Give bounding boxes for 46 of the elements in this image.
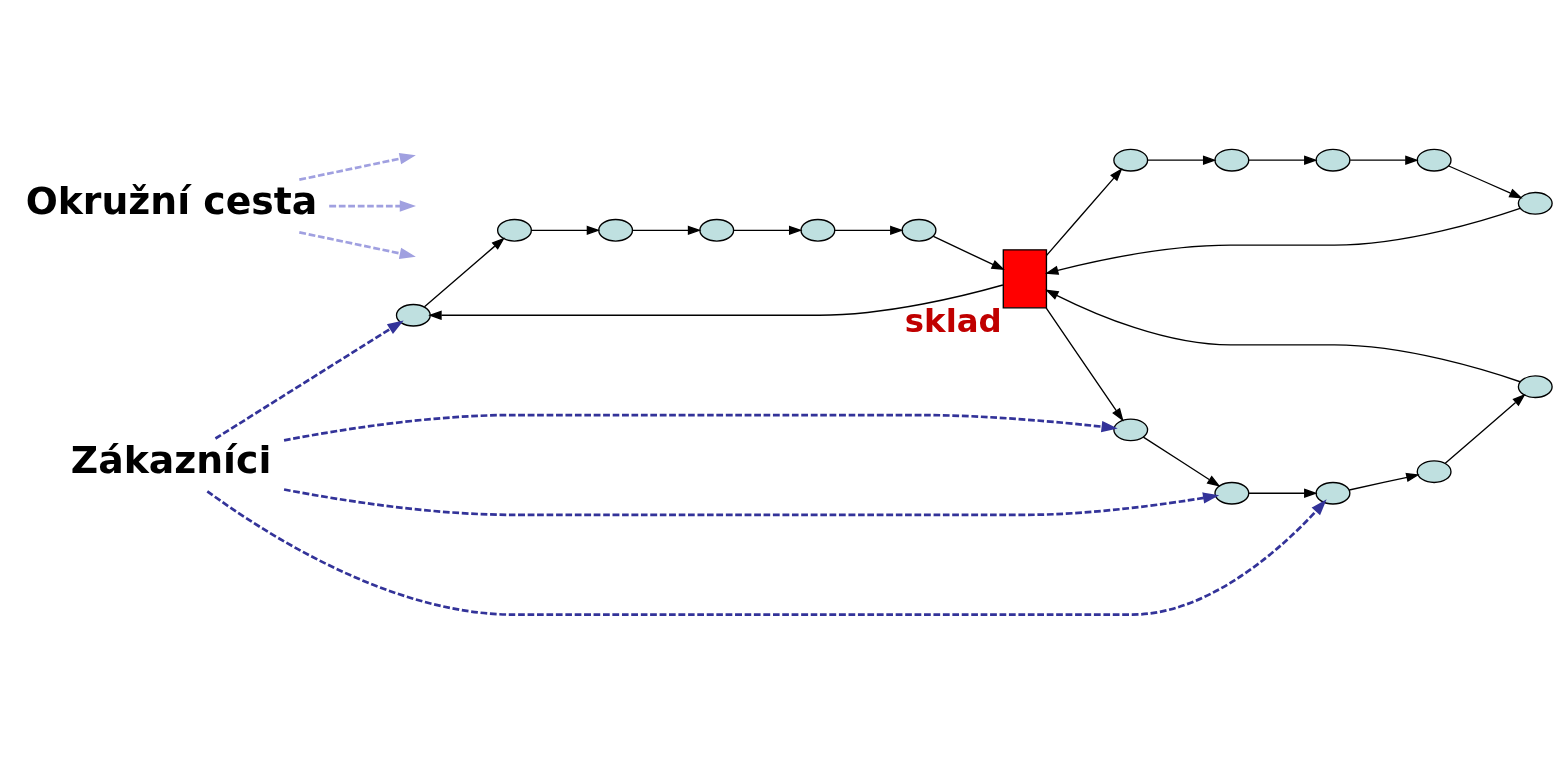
node-label: sklad	[904, 302, 1002, 341]
node-circle	[1416, 148, 1452, 172]
node-circle	[1112, 148, 1148, 172]
arrow	[1044, 289, 1521, 383]
arrow	[283, 413, 1118, 442]
node-text: Zákazníci	[70, 437, 271, 482]
node-circle	[901, 218, 937, 242]
node-circle	[1112, 418, 1148, 442]
arrow	[298, 153, 416, 181]
node-circle	[1517, 375, 1553, 399]
node-box	[1002, 249, 1047, 309]
arrow	[1349, 155, 1419, 165]
arrow	[283, 488, 1219, 517]
arrow	[423, 237, 505, 308]
node-circle	[698, 218, 734, 242]
arrow	[732, 225, 802, 236]
node-circle	[1517, 191, 1553, 215]
arrow	[1044, 307, 1124, 422]
arrow	[530, 225, 600, 236]
arrow	[932, 235, 1005, 271]
arrow	[1247, 155, 1318, 165]
arrow	[1348, 472, 1420, 491]
node-circle	[597, 218, 633, 242]
arrow	[631, 225, 701, 236]
arrow	[1045, 168, 1123, 257]
node-circle	[1213, 148, 1249, 172]
node-circle	[1416, 460, 1452, 484]
arrow	[1247, 488, 1318, 498]
node-circle	[1314, 481, 1351, 505]
node-circle	[395, 303, 431, 327]
arrow	[328, 200, 416, 212]
arrow	[206, 490, 1327, 616]
arrow	[214, 320, 404, 440]
arrow	[427, 284, 1004, 320]
arrow	[1146, 155, 1216, 165]
node-circle	[799, 218, 835, 242]
node-circle	[1314, 148, 1351, 172]
node-text: Okružní cesta	[25, 178, 317, 223]
node-circle	[1213, 481, 1249, 505]
arrow	[1447, 165, 1523, 199]
arrow	[1444, 393, 1526, 464]
arrow	[1044, 207, 1521, 275]
node-circle	[496, 218, 532, 242]
arrow	[1142, 436, 1220, 487]
arrow	[298, 231, 416, 259]
arrow	[833, 225, 904, 236]
